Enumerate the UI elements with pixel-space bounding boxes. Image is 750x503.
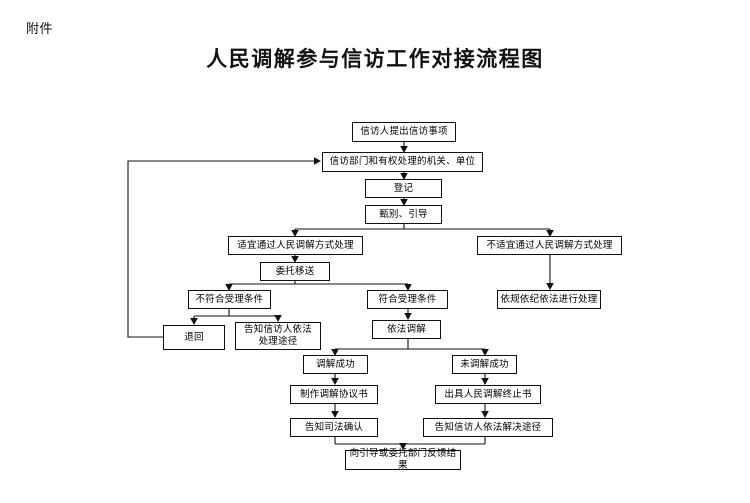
node-n6[interactable]: 不适宜通过人民调解方式处理	[477, 236, 622, 255]
node-n18[interactable]: 告知司法确认	[290, 418, 378, 437]
arrowhead-n8-n11	[190, 318, 198, 325]
node-n14[interactable]: 调解成功	[303, 355, 368, 374]
node-n8[interactable]: 不符合受理条件	[188, 290, 271, 309]
node-n13[interactable]: 依法调解	[372, 320, 441, 339]
node-n17[interactable]: 出具人民调解终止书	[435, 385, 541, 404]
arrowhead-n4-n6	[546, 230, 554, 237]
arrowhead-n13-n14	[331, 349, 339, 356]
arrowhead-n7-n8	[225, 284, 233, 291]
node-n20[interactable]: 向引导或委托部门反馈结果	[345, 448, 461, 471]
arrowhead-n3-n4	[400, 199, 408, 206]
attachment-label: 附件	[26, 22, 54, 37]
arrowhead-n2-n3	[400, 173, 408, 180]
node-n5[interactable]: 适宜通过人民调解方式处理	[228, 236, 363, 255]
node-n2[interactable]: 信访部门和有权处理的机关、单位	[322, 152, 483, 172]
arrowhead-n16-n18	[331, 411, 339, 418]
arrowhead-n14-n16	[331, 378, 339, 385]
node-n16[interactable]: 制作调解协议书	[290, 385, 378, 404]
arrowhead-merge-n20	[399, 443, 407, 450]
arrowhead-n8-n12	[274, 315, 282, 322]
arrowhead-n17-n19	[481, 411, 489, 418]
node-n10[interactable]: 依规依纪依法进行处理	[497, 290, 601, 309]
arrowhead-n9-n13	[404, 313, 412, 320]
arrowhead-n13-n15	[481, 349, 489, 356]
arrowhead-n5-n7	[291, 256, 299, 263]
arrowhead-n7-n9	[404, 284, 412, 291]
arrowhead-n1-n2	[400, 146, 408, 153]
arrowhead-feedback-loop	[314, 157, 321, 165]
node-n11[interactable]: 退回	[163, 325, 225, 350]
node-n4[interactable]: 甄别、引导	[365, 205, 442, 224]
node-n12[interactable]: 告知信访人依法 处理途径	[235, 322, 321, 350]
node-n7[interactable]: 委托移送	[260, 262, 330, 281]
page-title: 人民调解参与信访工作对接流程图	[206, 46, 544, 71]
arrowhead-n15-n17	[481, 378, 489, 385]
node-n3[interactable]: 登记	[365, 179, 442, 198]
node-n15[interactable]: 未调解成功	[452, 355, 517, 374]
node-n19[interactable]: 告知信访人依法解决途径	[423, 418, 553, 437]
arrowhead-n4-n5	[291, 230, 299, 237]
node-n9[interactable]: 符合受理条件	[367, 290, 448, 309]
arrowhead-n6-n10	[546, 283, 554, 290]
node-n1[interactable]: 信访人提出信访事项	[352, 122, 456, 142]
edge-feedback-loop	[127, 160, 316, 338]
